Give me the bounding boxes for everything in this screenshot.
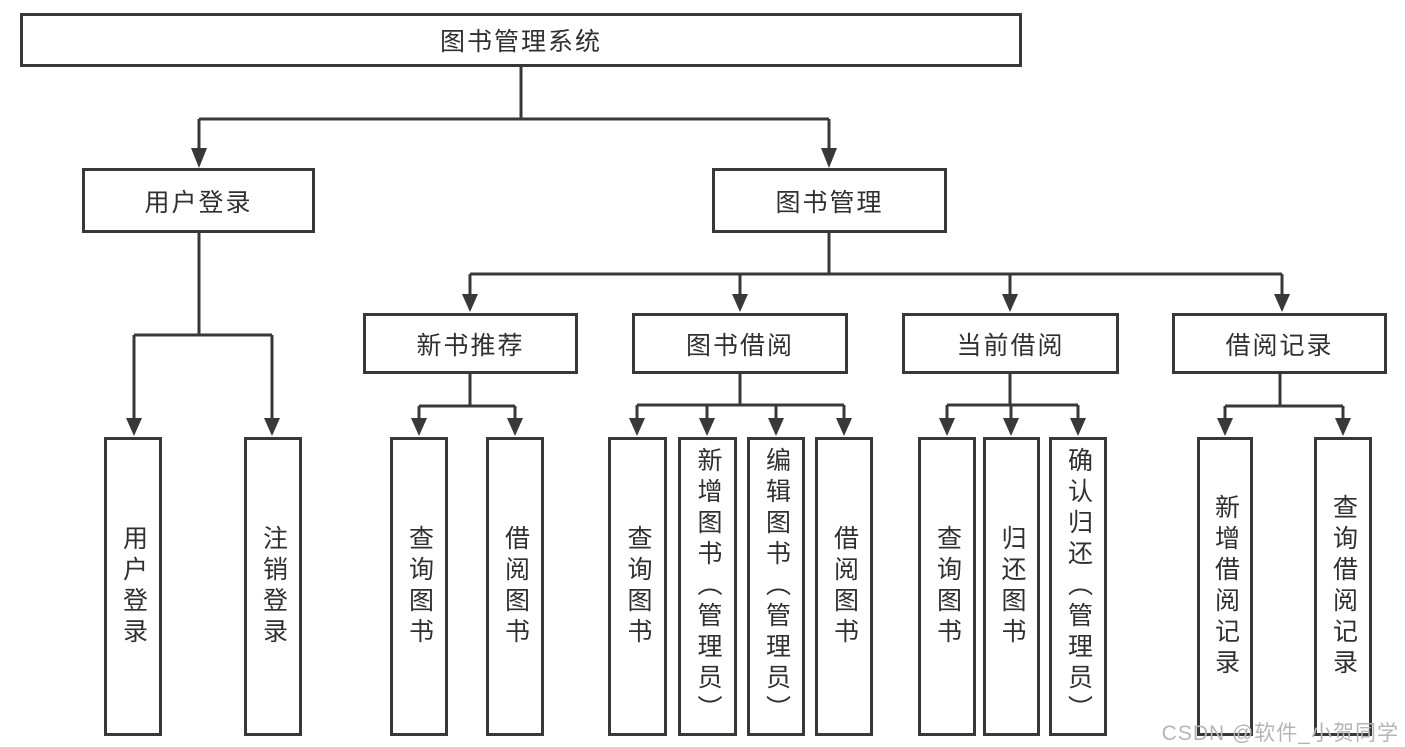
leaf-query-books-1: 查询图书 bbox=[390, 437, 448, 736]
leaf-label: 查询借阅记录 bbox=[1329, 493, 1358, 680]
leaf-add-books-admin: 新增图书（管理员） bbox=[678, 437, 737, 736]
arrowhead bbox=[821, 148, 837, 168]
leaf-label: 编辑图书（管理员） bbox=[762, 447, 791, 726]
arrowhead bbox=[1070, 418, 1086, 436]
arrowhead bbox=[1217, 418, 1233, 436]
node-label: 借阅记录 bbox=[1225, 331, 1334, 360]
leaf-logout: 注销登录 bbox=[244, 437, 302, 736]
leaf-label: 归还图书 bbox=[998, 524, 1026, 649]
watermark: CSDN @软件_小贺同学 bbox=[1161, 722, 1399, 745]
node-label: 新书推荐 bbox=[416, 331, 525, 360]
arrowhead bbox=[836, 418, 852, 436]
leaf-query-books-2: 查询图书 bbox=[608, 437, 667, 736]
arrowhead bbox=[264, 418, 280, 436]
leaf-query-books-3: 查询图书 bbox=[918, 437, 976, 736]
node-library-management-system: 图书管理系统 bbox=[20, 13, 1022, 67]
leaf-add-borrow-record: 新增借阅记录 bbox=[1197, 437, 1253, 736]
arrowhead bbox=[1274, 294, 1290, 312]
node-label: 用户登录 bbox=[144, 188, 253, 217]
leaf-confirm-return-admin: 确认归还（管理员） bbox=[1049, 437, 1107, 736]
node-label: 图书管理系统 bbox=[439, 28, 602, 56]
arrowhead bbox=[768, 418, 784, 436]
leaf-return-books: 归还图书 bbox=[983, 437, 1040, 736]
leaf-label: 用户登录 bbox=[119, 524, 148, 649]
leaf-query-borrow-record: 查询借阅记录 bbox=[1314, 437, 1372, 736]
arrowhead bbox=[1003, 418, 1019, 436]
arrowhead bbox=[1002, 294, 1018, 312]
node-new-book-recommendation: 新书推荐 bbox=[363, 313, 578, 374]
node-label: 图书借阅 bbox=[685, 331, 794, 360]
arrowhead bbox=[411, 418, 427, 436]
node-book-management: 图书管理 bbox=[712, 168, 947, 233]
node-book-borrowing: 图书借阅 bbox=[632, 313, 848, 374]
leaf-label: 新增借阅记录 bbox=[1211, 493, 1240, 680]
arrowhead bbox=[462, 294, 478, 312]
arrowhead bbox=[732, 294, 748, 312]
leaf-borrow-books-1: 借阅图书 bbox=[486, 437, 544, 736]
arrowhead bbox=[507, 418, 523, 436]
arrowhead bbox=[126, 418, 142, 436]
leaf-label: 新增图书（管理员） bbox=[694, 447, 722, 726]
leaf-label: 查询图书 bbox=[933, 524, 962, 649]
leaf-edit-books-admin: 编辑图书（管理员） bbox=[747, 437, 805, 736]
leaf-label: 查询图书 bbox=[624, 524, 652, 649]
leaf-label: 借阅图书 bbox=[501, 524, 530, 649]
leaf-label: 查询图书 bbox=[405, 524, 434, 649]
arrowhead bbox=[939, 418, 955, 436]
leaf-label: 注销登录 bbox=[259, 524, 288, 649]
arrowhead bbox=[191, 148, 207, 168]
node-label: 当前借阅 bbox=[956, 331, 1065, 360]
leaf-label: 确认归还（管理员） bbox=[1064, 447, 1093, 726]
node-borrowing-records: 借阅记录 bbox=[1172, 313, 1387, 374]
leaf-borrow-books-2: 借阅图书 bbox=[815, 437, 873, 736]
arrowhead bbox=[629, 418, 645, 436]
node-user-login: 用户登录 bbox=[82, 168, 315, 233]
node-current-borrowing: 当前借阅 bbox=[902, 313, 1119, 374]
arrowhead bbox=[1335, 418, 1351, 436]
leaf-label: 借阅图书 bbox=[830, 524, 859, 649]
leaf-user-login: 用户登录 bbox=[104, 437, 162, 736]
node-label: 图书管理 bbox=[775, 188, 884, 217]
arrowhead bbox=[699, 418, 715, 436]
